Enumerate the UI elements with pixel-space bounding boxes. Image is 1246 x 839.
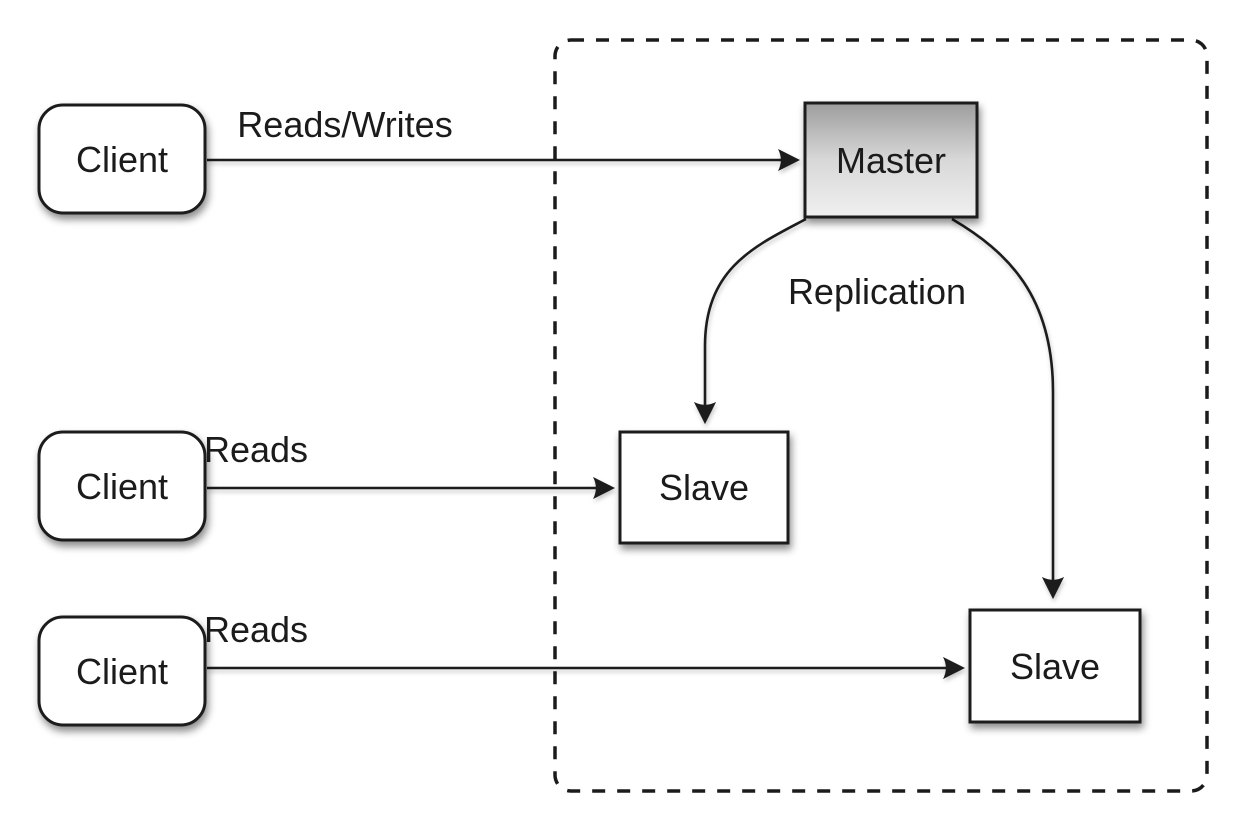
node-labels: Client Client Client Master Slave Slave	[76, 139, 1100, 692]
client-middle-label: Client	[76, 466, 168, 507]
replication-edge-label: Replication	[788, 271, 966, 312]
client-top-node	[37, 103, 207, 215]
client-bottom-node	[37, 615, 207, 727]
client-bottom-label: Client	[76, 651, 168, 692]
nodes	[37, 101, 1142, 727]
master-node	[803, 101, 979, 219]
slave-right-label: Slave	[1010, 646, 1100, 687]
reads-bottom-edge-label: Reads	[204, 609, 308, 650]
master-label: Master	[836, 140, 946, 181]
replication-curve-to-slave-left	[693, 217, 807, 425]
slave-right-node	[968, 608, 1142, 724]
reads-writes-edge-label: Reads/Writes	[237, 104, 452, 145]
replication-curve-to-slave-right	[951, 217, 1065, 600]
client-middle-node	[37, 430, 207, 542]
edge-labels: Reads/Writes Reads Reads Replication	[204, 104, 966, 650]
reads-middle-edge-label: Reads	[204, 429, 308, 470]
client-top-label: Client	[76, 139, 168, 180]
connectors	[207, 148, 1065, 680]
slave-left-label: Slave	[659, 467, 749, 508]
replication-zone-dashed-border	[553, 38, 1209, 793]
slave-left-node	[618, 430, 790, 545]
